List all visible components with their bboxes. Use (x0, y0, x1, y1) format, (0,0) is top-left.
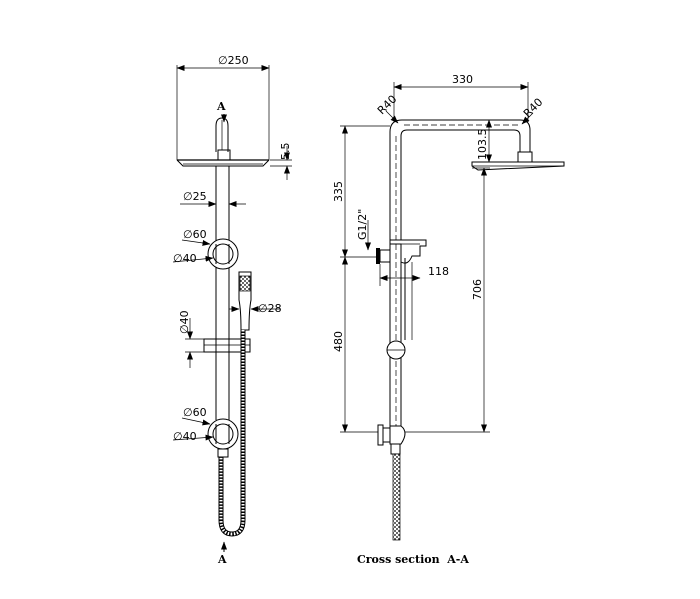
lower-bracket (207, 418, 239, 458)
shower-arm-stub (215, 117, 229, 152)
dim-radius-left-label: R40 (375, 93, 399, 117)
shower-head (176, 149, 270, 167)
section-view: 330 R40 R40 103.5 (332, 73, 565, 566)
section-mark-top-label: A (216, 100, 226, 113)
section-mark-bottom-label: A (217, 553, 227, 566)
dim-holder: ∅40 (178, 310, 204, 368)
lower-wall-bracket (377, 424, 406, 455)
dim-upper-bracket-inner-label: ∅40 (173, 252, 197, 265)
dim-head-thickness-label: 5.5 (279, 143, 292, 161)
dim-arm-length-label: 330 (452, 73, 473, 86)
dim-handshower: ∅28 (229, 302, 282, 315)
section-mark-bottom: A (217, 541, 227, 566)
dim-lower-bracket-inner-label: ∅40 (173, 430, 197, 443)
dim-radius-right: R40 (521, 96, 545, 125)
hand-shower (238, 271, 252, 331)
slider-ball (386, 340, 406, 360)
dim-upper-height: 335 (332, 125, 390, 258)
dim-lower-height-label: 480 (332, 331, 345, 352)
dim-head-diameter: ∅250 (176, 54, 270, 160)
upper-wall-bracket (376, 239, 427, 264)
section-caption: Cross section A-A (357, 553, 469, 566)
hose (218, 330, 246, 537)
dim-holder-label: ∅40 (178, 310, 191, 334)
slide-rail-section (404, 258, 413, 340)
dim-thread-label: G1/2" (356, 209, 369, 240)
dim-lower-height: 480 (332, 256, 378, 433)
riser-pipe (389, 119, 531, 432)
dim-total-height: 706 (402, 167, 490, 433)
dim-head-thickness: 5.5 (270, 143, 292, 180)
dim-depth-label: 118 (428, 265, 449, 278)
dim-handshower-label: ∅28 (258, 302, 282, 315)
dim-upper-bracket: ∅60 ∅40 (172, 228, 214, 265)
upper-bracket (207, 238, 239, 270)
dim-arm-drop-label: 103.5 (476, 129, 489, 161)
dim-arm-drop: 103.5 (476, 119, 518, 163)
dim-total-height-label: 706 (471, 279, 484, 300)
section-hose (392, 453, 401, 541)
dim-radius-left: R40 (375, 93, 399, 124)
dim-upper-height-label: 335 (332, 181, 345, 202)
dim-head-diameter-label: ∅250 (218, 54, 249, 67)
dim-lower-bracket-outer-label: ∅60 (183, 406, 207, 419)
dim-arm-length: 330 (393, 73, 529, 122)
dim-upper-bracket-outer-label: ∅60 (183, 228, 207, 241)
dim-depth: 118 (379, 264, 449, 286)
dim-thread: G1/2" (356, 209, 371, 251)
dim-rail-diameter-label: ∅25 (183, 190, 207, 203)
shower-head-side (471, 151, 565, 171)
dim-lower-bracket: ∅60 ∅40 (172, 406, 214, 443)
dim-radius-right-label: R40 (521, 96, 545, 120)
riser-rail (215, 166, 230, 420)
dim-rail-diameter: ∅25 (180, 190, 246, 207)
front-view: ∅250 A 5.5 (172, 54, 292, 566)
